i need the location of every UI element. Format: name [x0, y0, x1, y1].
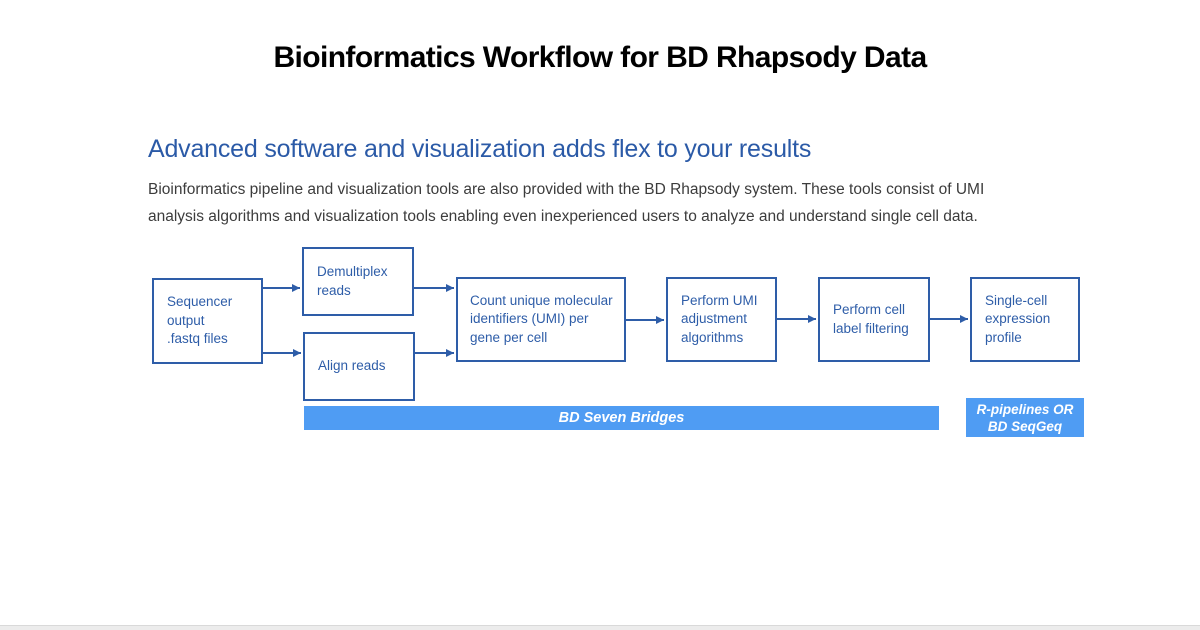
bottom-edge-strip	[0, 625, 1200, 630]
flow-box-sequencer-output: Sequencer output .fastq files	[152, 278, 263, 364]
flow-box-umi-adjustment: Perform UMI adjustment algorithms	[666, 277, 777, 362]
flow-box-cell-label-filtering: Perform cell label filtering	[818, 277, 930, 362]
banner-bd-seven-bridges: BD Seven Bridges	[304, 406, 939, 430]
flow-box-single-cell-profile: Single-cell expression profile	[970, 277, 1080, 362]
page-title: Bioinformatics Workflow for BD Rhapsody …	[273, 41, 927, 74]
flow-box-count-umi: Count unique molecular identifiers (UMI)…	[456, 277, 626, 362]
section-body-paragraph: Bioinformatics pipeline and visualizatio…	[148, 181, 985, 225]
flow-box-demultiplex-reads: Demultiplex reads	[302, 247, 414, 316]
banner-r-pipelines: R-pipelines OR BD SeqGeq	[966, 398, 1084, 437]
section-heading: Advanced software and visualization adds…	[148, 135, 812, 163]
flow-box-align-reads: Align reads	[303, 332, 415, 401]
